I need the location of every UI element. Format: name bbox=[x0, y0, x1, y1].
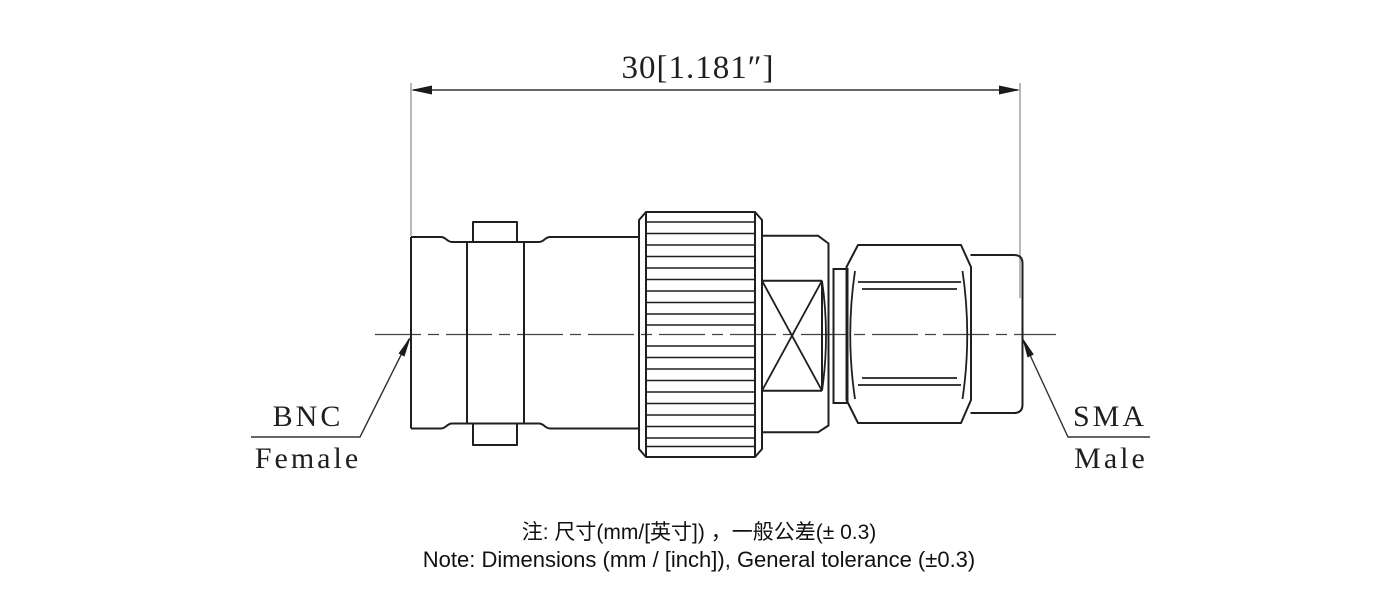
sma-label-line2: Male bbox=[1074, 442, 1148, 475]
bnc-label-line1: BNC bbox=[272, 400, 344, 433]
hex-arc-left bbox=[849, 270, 856, 400]
knurled-coupling-nut bbox=[638, 211, 763, 458]
bnc-leader-arrow bbox=[398, 336, 411, 357]
sma-label-line1: SMA bbox=[1072, 400, 1148, 433]
sma-leader-arrow bbox=[1022, 337, 1034, 358]
bnc-body-top-edge bbox=[411, 236, 640, 243]
dimension-group bbox=[410, 83, 1021, 298]
crimp-outline bbox=[762, 234, 830, 434]
bayonet-stud-top bbox=[472, 221, 518, 242]
sma-leader-line bbox=[1022, 339, 1150, 438]
bnc-female-body bbox=[410, 221, 640, 446]
knurl-ribs bbox=[646, 221, 755, 448]
hex-outline bbox=[845, 244, 972, 424]
bnc-body-bottom-edge bbox=[411, 422, 640, 430]
dimension-label: 30[1.181″] bbox=[621, 50, 775, 86]
note-line-chinese: 注: 尺寸(mm/[英寸]) ，一般公差(± 0.3) bbox=[521, 521, 877, 544]
hex-arc-right bbox=[961, 270, 969, 400]
crimp-section bbox=[761, 234, 830, 434]
sma-male-barrel bbox=[970, 254, 1024, 414]
dimension-arrow-left bbox=[411, 85, 432, 95]
crimp-cross-diagonal-2 bbox=[761, 280, 823, 392]
bayonet-stud-bottom bbox=[472, 423, 518, 446]
leader-lines bbox=[251, 336, 1150, 438]
bnc-leader-line bbox=[251, 338, 410, 438]
bnc-label-line2: Female bbox=[254, 442, 362, 475]
note-line-english: Note: Dimensions (mm / [inch]), General … bbox=[422, 547, 976, 572]
crimp-arc bbox=[821, 280, 827, 391]
dimension-arrow-right bbox=[999, 85, 1020, 95]
hex-nut bbox=[845, 244, 972, 424]
washer-ring bbox=[832, 268, 849, 404]
